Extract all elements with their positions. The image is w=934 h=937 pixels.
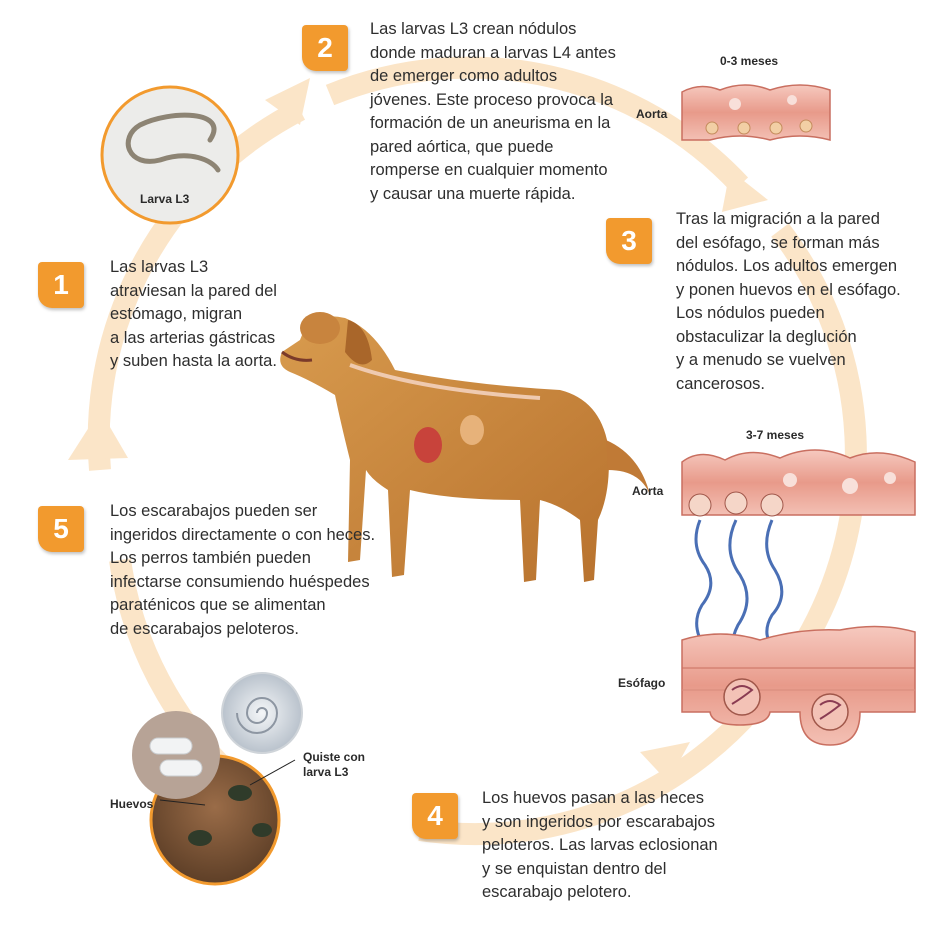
step-badge-2: 2	[302, 25, 348, 71]
step-text-4: Los huevos pasan a las heces y son inger…	[482, 789, 718, 901]
step-badge-1: 1	[38, 262, 84, 308]
step-badge-5: 5	[38, 506, 84, 552]
aorta-label-2: Aorta	[632, 484, 664, 498]
eggs-label: Huevos	[110, 797, 154, 811]
aorta-label-1: Aorta	[636, 107, 668, 121]
larva-l3-illustration	[100, 85, 240, 225]
aorta-3-7-illustration	[681, 449, 916, 517]
step-badge-4: 4	[412, 793, 458, 839]
step-text-2: Las larvas L3 crean nódulos donde madura…	[370, 20, 616, 203]
step-text-1: Las larvas L3 atraviesan la pared del es…	[110, 258, 277, 370]
dog-illustration	[280, 312, 650, 582]
esophagus-illustration	[681, 625, 916, 746]
cyst-label: Quiste con larva L3	[303, 750, 366, 779]
time-label-3-7: 3-7 meses	[746, 428, 805, 442]
step-text-3: Tras la migración a la pared del esófago…	[676, 210, 901, 393]
esofago-label: Esófago	[618, 676, 666, 690]
larva-label: Larva L3	[140, 192, 190, 206]
step-badge-3: 3	[606, 218, 652, 264]
beetle-scene-illustration	[132, 672, 303, 886]
step-text-5: Los escarabajos pueden ser ingeridos dir…	[110, 502, 376, 638]
aorta-0-3-illustration	[681, 84, 831, 141]
time-label-0-3: 0-3 meses	[720, 54, 779, 68]
